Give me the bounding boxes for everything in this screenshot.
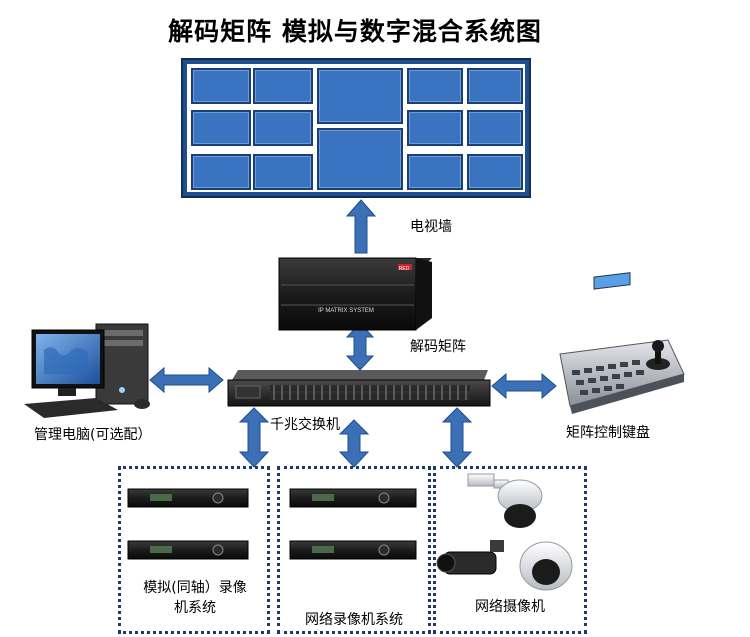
- tv-wall-screen-large: [317, 68, 403, 124]
- arrow-switch-keyboard: [491, 372, 557, 400]
- arrow-switch-ipcam: [441, 407, 473, 468]
- decoder-matrix-device: IP MATRIX SYSTEM RED: [278, 257, 432, 331]
- tv-wall-screen: [467, 154, 523, 190]
- arrow-switch-nvr: [338, 419, 370, 468]
- analog-dvr-group: [118, 466, 270, 634]
- admin-pc-device: [24, 323, 150, 418]
- nvr-device: [289, 488, 417, 560]
- tv-wall-screen: [407, 110, 463, 146]
- page-title: 解码矩阵 模拟与数字混合系统图: [168, 17, 542, 46]
- matrix-brand-text: RED: [399, 266, 410, 272]
- tv-wall-screen: [407, 154, 463, 190]
- tv-wall-screen: [191, 154, 251, 190]
- tv-wall-screen: [253, 154, 313, 190]
- tv-wall-screen: [253, 110, 313, 146]
- keyboard-label: 矩阵控制键盘: [566, 425, 650, 441]
- tv-wall-screen: [191, 110, 251, 146]
- arrow-matrix-to-tvwall: [345, 199, 377, 254]
- tv-wall-screen: [467, 68, 523, 104]
- tv-wall-screen-large: [317, 128, 403, 190]
- ip-cameras-device: [436, 473, 573, 591]
- analog-dvr-label-line2: 机系统: [174, 600, 216, 616]
- decoder-matrix-label: 解码矩阵: [410, 339, 466, 355]
- matrix-keyboard-device: [559, 272, 685, 414]
- nvr-label: 网络录像机系统: [305, 612, 403, 628]
- gigabit-switch-label: 千兆交换机: [270, 417, 340, 433]
- tv-wall-screen: [407, 68, 463, 104]
- tv-wall-screen: [467, 110, 523, 146]
- tv-wall-screen: [191, 68, 251, 104]
- matrix-panel-text: IP MATRIX SYSTEM: [318, 308, 374, 314]
- arrow-pc-switch: [149, 366, 224, 394]
- tv-wall: [181, 58, 531, 198]
- arrow-switch-analog: [238, 407, 270, 468]
- admin-pc-label: 管理电脑(可选配）: [34, 427, 152, 443]
- tv-wall-label: 电视墙: [410, 219, 452, 235]
- ipcam-label: 网络摄像机: [475, 599, 545, 615]
- analog-dvr-label-line1: 模拟(同轴）录像: [143, 580, 247, 596]
- gigabit-switch-device: [227, 370, 491, 407]
- analog-dvr-device: [127, 488, 249, 560]
- tv-wall-screen: [253, 68, 313, 104]
- ipcam-group: [433, 466, 587, 634]
